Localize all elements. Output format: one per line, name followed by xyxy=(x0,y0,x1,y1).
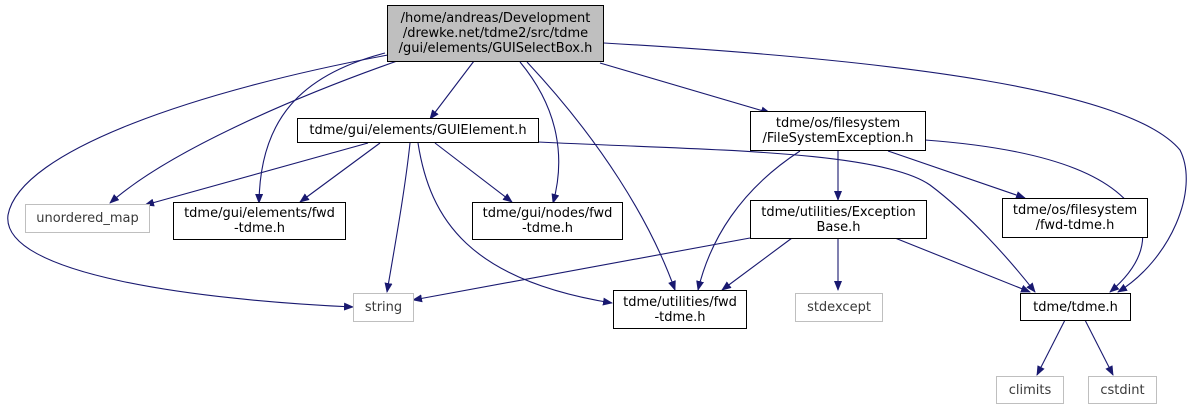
node-label: /home/andreas/Development /drewke.net/td… xyxy=(398,11,593,56)
edge-root-string xyxy=(7,54,389,311)
node-climits[interactable]: climits xyxy=(996,376,1064,404)
edge-guielement-elements_fwd xyxy=(299,142,381,203)
node-label: climits xyxy=(1008,382,1052,398)
edge-fse-utilities_fwd xyxy=(696,150,801,291)
edge-guielement-nodes_fwd xyxy=(434,142,513,203)
edge-tdme-climits xyxy=(1036,319,1066,376)
node-cstdint[interactable]: cstdint xyxy=(1088,376,1157,404)
edge-root-elements_fwd xyxy=(255,52,386,204)
node-filesystemexception[interactable]: tdme/os/filesystem /FileSystemException.… xyxy=(750,111,926,151)
node-label: tdme/os/filesystem /FileSystemException.… xyxy=(762,116,914,146)
edge-fse-filesystem_fwd xyxy=(887,150,1026,199)
edge-guielement-unordered_map xyxy=(144,142,369,207)
node-label: tdme/gui/elements/GUIElement.h xyxy=(309,123,527,138)
node-label: string xyxy=(364,300,403,315)
node-nodes-fwd[interactable]: tdme/gui/nodes/fwd -tdme.h xyxy=(472,202,623,240)
edge-root-utilities_fwd xyxy=(526,61,676,291)
edge-root-filesystemexception xyxy=(599,62,771,115)
node-label: tdme/utilities/Exception Base.h xyxy=(761,204,916,235)
node-label: tdme/gui/elements/fwd -tdme.h xyxy=(184,206,335,236)
edge-eb-utilities_fwd xyxy=(721,237,793,291)
edge-eb-tdme_h xyxy=(894,237,1031,293)
node-filesystem-fwd[interactable]: tdme/os/filesystem /fwd-tdme.h xyxy=(1002,198,1148,238)
node-elements-fwd[interactable]: tdme/gui/elements/fwd -tdme.h xyxy=(173,202,346,240)
edge-root-unordered_map xyxy=(109,59,401,204)
node-label: tdme/os/filesystem /fwd-tdme.h xyxy=(1012,203,1138,233)
node-exceptionbase[interactable]: tdme/utilities/Exception Base.h xyxy=(750,200,927,239)
node-label: tdme/gui/nodes/fwd -tdme.h xyxy=(482,206,613,236)
node-guielement[interactable]: tdme/gui/elements/GUIElement.h xyxy=(297,118,539,143)
node-label: tdme/utilities/fwd -tdme.h xyxy=(623,294,737,325)
edge-guielement-string xyxy=(384,142,411,293)
node-root-guiselectbox[interactable]: /home/andreas/Development /drewke.net/td… xyxy=(387,5,604,62)
node-unordered-map[interactable]: unordered_map xyxy=(25,204,150,233)
node-label: unordered_map xyxy=(36,211,139,226)
node-label: cstdint xyxy=(1100,382,1145,398)
edge-eb-string xyxy=(412,237,751,303)
node-tdme-h[interactable]: tdme/tdme.h xyxy=(1020,293,1131,321)
edge-guielement-tdme_h xyxy=(537,141,1036,293)
edge-tdme-cstdint xyxy=(1084,319,1114,376)
node-string[interactable]: string xyxy=(353,293,414,322)
edge-root-nodes_fwd xyxy=(519,61,560,204)
node-label: stdexcept xyxy=(807,300,871,315)
node-label: tdme/tdme.h xyxy=(1033,299,1118,315)
edge-root-guielement xyxy=(429,60,475,120)
edge-root-tdme_h xyxy=(603,42,1187,293)
node-stdexcept[interactable]: stdexcept xyxy=(795,293,883,322)
node-utilities-fwd[interactable]: tdme/utilities/fwd -tdme.h xyxy=(613,290,747,329)
edge-guielement-utilities_fwd xyxy=(417,142,613,306)
